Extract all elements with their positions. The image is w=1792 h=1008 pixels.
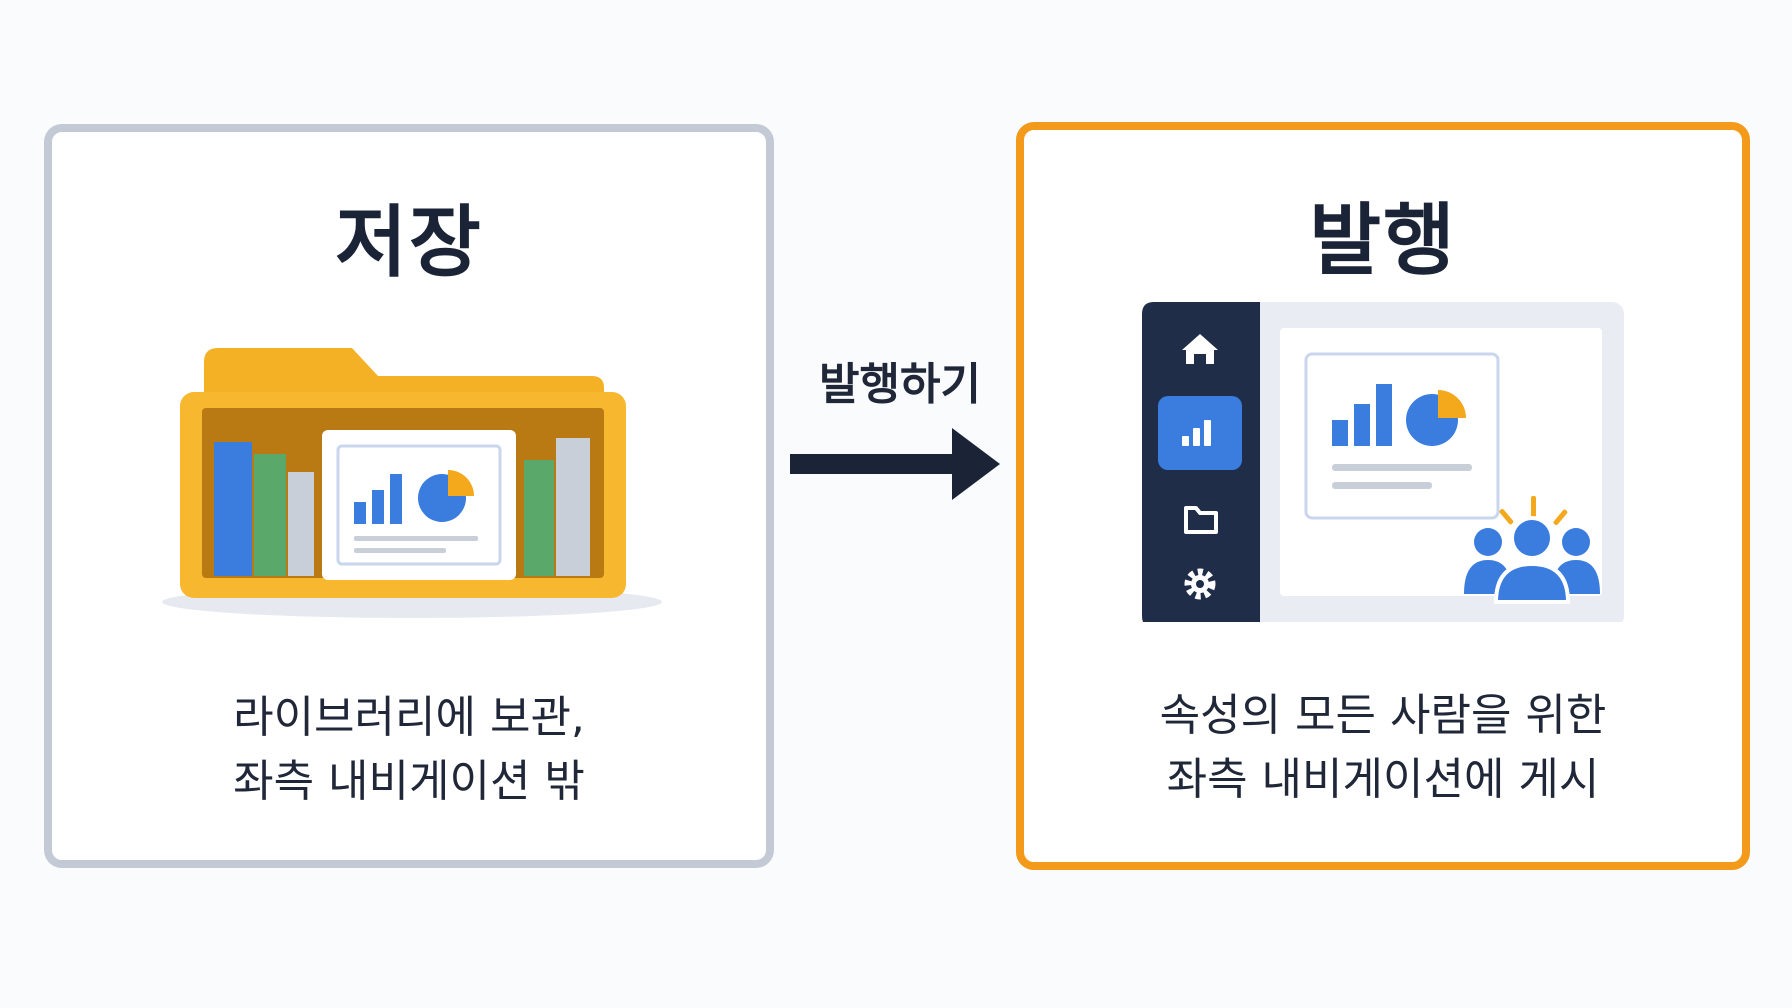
home-icon bbox=[1182, 334, 1218, 364]
folder-with-books-icon bbox=[162, 348, 662, 618]
bar-chart-icon bbox=[1182, 420, 1211, 446]
store-caption-line-2: 좌측 내비게이션 밖 bbox=[233, 756, 585, 807]
publish-panel-caption: 속성의 모든 사람을 위한 좌측 내비게이션에 게시 bbox=[1024, 684, 1742, 812]
publish-caption-line-1: 속성의 모든 사람을 위한 bbox=[1159, 690, 1607, 741]
store-caption-line-1: 라이브러리에 보관, bbox=[233, 692, 585, 743]
folder-icon bbox=[1184, 506, 1218, 534]
store-panel: 저장 bbox=[44, 124, 774, 868]
right-arrow-icon bbox=[790, 428, 1000, 500]
publish-caption-line-2: 좌측 내비게이션에 게시 bbox=[1166, 754, 1600, 805]
app-window-illustration bbox=[1142, 302, 1624, 622]
people-group-icon bbox=[1464, 496, 1600, 604]
publish-panel: 발행 bbox=[1016, 122, 1750, 870]
publish-panel-title: 발행 bbox=[1309, 196, 1457, 286]
gear-icon bbox=[1184, 568, 1216, 600]
store-panel-title: 저장 bbox=[335, 198, 483, 288]
store-panel-caption: 라이브러리에 보관, 좌측 내비게이션 밖 bbox=[52, 686, 766, 814]
publish-arrow-label: 발행하기 bbox=[819, 359, 981, 410]
